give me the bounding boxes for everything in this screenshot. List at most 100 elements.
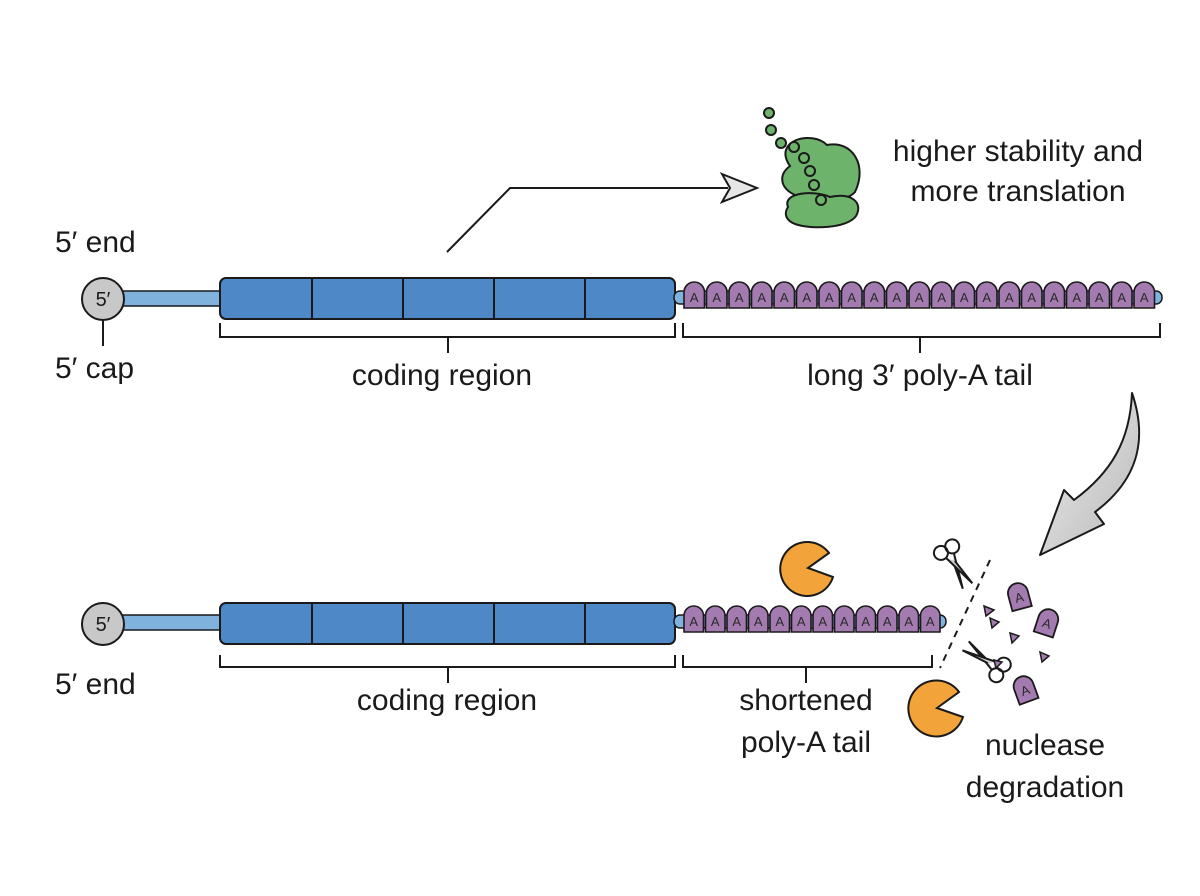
bottom-tail-a-11: A (898, 605, 920, 633)
top-tail-a-11: A (908, 281, 931, 309)
top-tail-a-7: A (818, 281, 841, 309)
top-outcome-line-1: higher stability and (893, 135, 1143, 168)
top-tail-a-17: A (1043, 281, 1066, 309)
top-tail-a-19: A (1088, 281, 1111, 309)
top-outcome-arrowhead (719, 172, 760, 204)
top-coding-region (219, 277, 676, 320)
svg-text:A: A (926, 614, 935, 629)
bottom-coding-label: coding region (357, 684, 537, 717)
bottom-cap-text: 5′ (96, 614, 111, 636)
bottom-tail-a-2: A (704, 605, 726, 633)
bottom-tail-a-7: A (812, 605, 834, 633)
svg-text:A: A (825, 290, 834, 305)
fragment-a-3: A (1012, 675, 1040, 706)
bottom-tail-label-line-2: poly-A tail (741, 726, 871, 759)
svg-text:A: A (1140, 290, 1149, 305)
top-tail-a-9: A (863, 281, 886, 309)
bottom-tail-a-3: A (726, 605, 748, 633)
top-tail-a-21: A (1133, 281, 1156, 309)
svg-text:A: A (775, 614, 784, 629)
top-coding-bracket (219, 323, 676, 353)
bottom-5-utr-linker (119, 614, 223, 631)
top-coding-label: coding region (352, 359, 532, 392)
svg-text:A: A (689, 614, 698, 629)
svg-text:A: A (757, 290, 766, 305)
svg-text:A: A (861, 614, 870, 629)
svg-text:A: A (690, 290, 699, 305)
ribosome-icon (763, 107, 861, 229)
svg-text:A: A (711, 614, 720, 629)
top-tail-a-8: A (840, 281, 863, 309)
svg-text:A: A (1072, 290, 1081, 305)
bottom-5-end-label: 5′ end (55, 668, 136, 701)
top-cap-text: 5′ (96, 289, 111, 311)
top-tail-a-14: A (975, 281, 998, 309)
bottom-tail-a-8: A (833, 605, 855, 633)
fragment-a-2: A (1032, 608, 1060, 639)
bottom-tail-bracket (682, 655, 933, 683)
top-tail-a-5: A (773, 281, 796, 309)
top-outcome-line-2: more translation (910, 175, 1125, 208)
bottom-coding-bracket (219, 655, 676, 683)
top-5-cap-label: 5′ cap (55, 352, 134, 385)
svg-text:A: A (754, 614, 763, 629)
svg-text:A: A (840, 614, 849, 629)
top-tail-bracket (682, 323, 1161, 353)
svg-text:A: A (712, 290, 721, 305)
bottom-tail-label-line-1: shortened (739, 684, 872, 717)
top-tail-a-4: A (750, 281, 773, 309)
bottom-5-cap (81, 602, 125, 646)
nuclease-icon-upper (779, 540, 835, 597)
svg-text:A: A (1095, 290, 1104, 305)
top-tail-a-15: A (998, 281, 1021, 309)
nuclease-icon-lower (907, 679, 965, 738)
bottom-tail-a-4: A (747, 605, 769, 633)
bottom-tail-a-1: A (683, 605, 705, 633)
svg-text:A: A (802, 290, 811, 305)
scissors-icon-upper (932, 538, 974, 590)
fragment-a-1: A (1007, 582, 1033, 613)
svg-text:A: A (1013, 589, 1026, 606)
svg-text:A: A (892, 290, 901, 305)
svg-text:A: A (904, 614, 913, 629)
svg-text:A: A (780, 290, 789, 305)
bottom-tail-a-10: A (876, 605, 898, 633)
bottom-coding-region (219, 602, 676, 645)
svg-text:A: A (960, 290, 969, 305)
svg-text:A: A (982, 290, 991, 305)
top-tail-a-3: A (728, 281, 751, 309)
bottom-outcome-line-2: degradation (966, 771, 1124, 804)
top-outcome-arrow-line (446, 187, 728, 253)
svg-text:A: A (847, 290, 856, 305)
svg-text:A: A (1027, 290, 1036, 305)
top-tail-a-18: A (1065, 281, 1088, 309)
svg-text:A: A (1117, 290, 1126, 305)
top-5-utr-linker (119, 290, 223, 307)
top-tail-a-10: A (885, 281, 908, 309)
svg-text:A: A (732, 614, 741, 629)
top-tail-a-13: A (953, 281, 976, 309)
top-tail-a-12: A (930, 281, 953, 309)
cleavage-line (939, 559, 991, 669)
bottom-tail-a-9: A (855, 605, 877, 633)
svg-text:A: A (1050, 290, 1059, 305)
svg-text:A: A (915, 290, 924, 305)
transition-arrow (1039, 392, 1141, 556)
svg-text:A: A (870, 290, 879, 305)
top-5-end-label: 5′ end (55, 226, 136, 259)
top-tail-a-20: A (1110, 281, 1133, 309)
svg-text:A: A (937, 290, 946, 305)
bottom-tail-a-12: A (919, 605, 941, 633)
svg-text:A: A (735, 290, 744, 305)
top-tail-label: long 3′ poly-A tail (807, 359, 1033, 392)
top-tail-a-2: A (705, 281, 728, 309)
svg-text:A: A (818, 614, 827, 629)
bottom-tail-a-6: A (790, 605, 812, 633)
bottom-tail-a-5: A (769, 605, 791, 633)
bottom-outcome-line-1: nuclease (985, 729, 1105, 762)
